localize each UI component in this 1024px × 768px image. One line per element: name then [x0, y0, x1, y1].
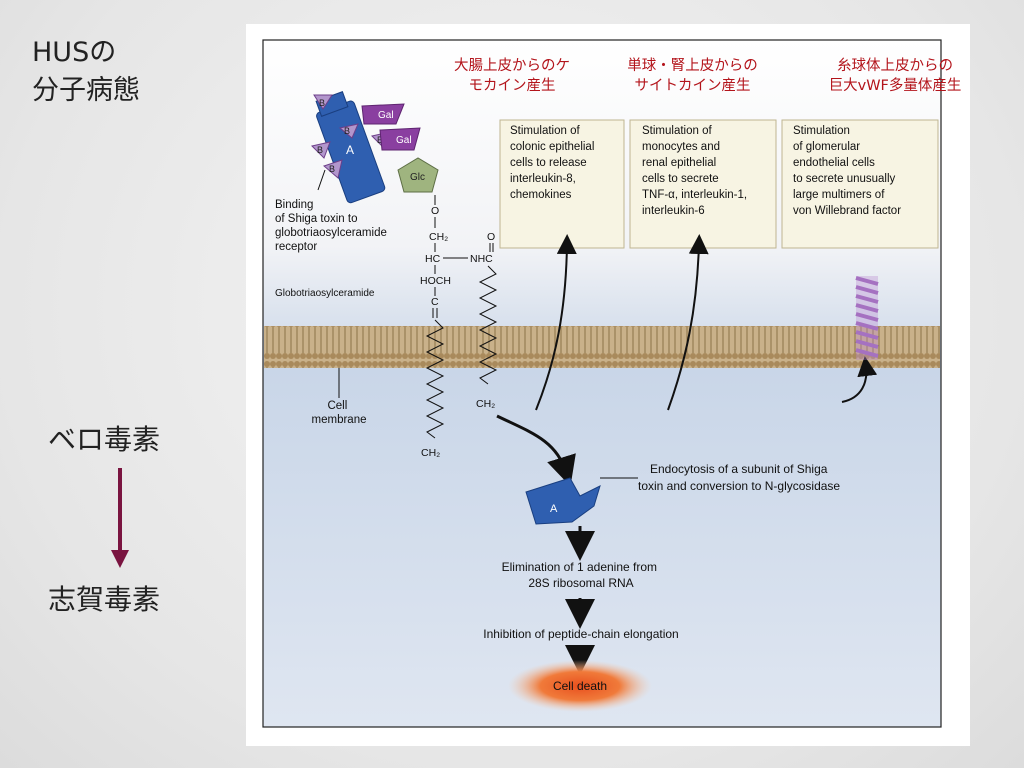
endocytosis-label: Endocytosis of a subunit of Shiga toxin …: [638, 462, 840, 493]
shiga-toxin-label: 志賀毒素: [48, 583, 161, 616]
svg-text:B: B: [329, 164, 335, 174]
svg-text:Stimulation of colonic e: Stimulation of colonic epithelial cells …: [510, 125, 598, 201]
svg-text:Gal: Gal: [378, 110, 394, 121]
verotoxin-label: ベロ毒素: [48, 423, 161, 456]
glycolipid-structure: O CH₂ HC NHC O HOCH C CH₂ CH₂: [420, 195, 498, 459]
svg-text:O: O: [487, 231, 495, 243]
vwf-arrow: [841, 356, 878, 403]
stimulation-box-monocytes: Stimulation of monocytes and renal epith…: [629, 119, 777, 249]
vwf-multimer-coil: [855, 276, 879, 358]
cell-death-glow: [508, 660, 652, 712]
caption-glomerular: 糸球体上皮からの 巨大vWF多量体産生: [828, 58, 962, 94]
elimination-label: Elimination of 1 adenine from 28S riboso…: [502, 560, 661, 590]
a-subunit-icon: A: [525, 477, 601, 525]
conversion-arrow-icon: [111, 468, 129, 568]
svg-text:HC: HC: [425, 253, 441, 265]
svg-text:Glc: Glc: [410, 172, 425, 183]
cell-membrane-band: [264, 326, 940, 368]
svg-text:CH₂: CH₂: [429, 231, 448, 243]
title-line-2: 分子病態: [32, 75, 140, 106]
stimulation-box-colonic: Stimulation of colonic epithelial cells …: [499, 119, 625, 249]
svg-text:B: B: [377, 135, 383, 145]
pathway-figure: Stimulation of colonic epithelial cells …: [246, 24, 970, 746]
monocyte-arrow: [667, 234, 709, 411]
svg-text:HOCH: HOCH: [420, 275, 451, 287]
svg-text:O: O: [431, 205, 439, 217]
svg-text:Stimulation of monocytes: Stimulation of monocytes and renal epith…: [642, 125, 750, 217]
cell-death-label: Cell death: [553, 679, 607, 693]
slide-title: HUSの 分子病態: [32, 34, 140, 110]
svg-text:B: B: [344, 126, 350, 136]
svg-text:A: A: [550, 503, 558, 515]
colonic-arrow: [535, 234, 577, 411]
inhibition-label: Inhibition of peptide-chain elongation: [483, 627, 678, 641]
svg-text:NHC: NHC: [470, 253, 493, 265]
binding-label: Binding of Shiga toxin to globotriaosylc…: [275, 199, 390, 253]
shiga-toxin-icon: A B B B B B Gal Gal Glc: [311, 91, 439, 204]
title-line-1: HUSの: [32, 37, 117, 68]
svg-text:CH₂: CH₂: [476, 398, 495, 410]
svg-text:B: B: [319, 98, 325, 108]
globotriaosylceramide-label: Globotriaosylceramide: [275, 288, 375, 299]
caption-monocytes: 単球・腎上皮からの サイトカイン産生: [627, 58, 758, 94]
caption-colonic: 大腸上皮からのケ モカイン産生: [454, 58, 570, 94]
svg-text:Gal: Gal: [396, 135, 412, 146]
svg-text:CH₂: CH₂: [421, 447, 440, 459]
svg-text:Stimulation of glomerula: Stimulation of glomerular endothelial ce…: [793, 125, 901, 217]
stimulation-box-glomerular: Stimulation of glomerular endothelial ce…: [781, 119, 939, 249]
svg-text:A: A: [346, 143, 354, 157]
membrane-label: Cell membrane: [312, 400, 367, 426]
svg-text:B: B: [317, 145, 323, 155]
svg-text:C: C: [431, 296, 439, 308]
endocytosis-arrow: [496, 414, 576, 487]
